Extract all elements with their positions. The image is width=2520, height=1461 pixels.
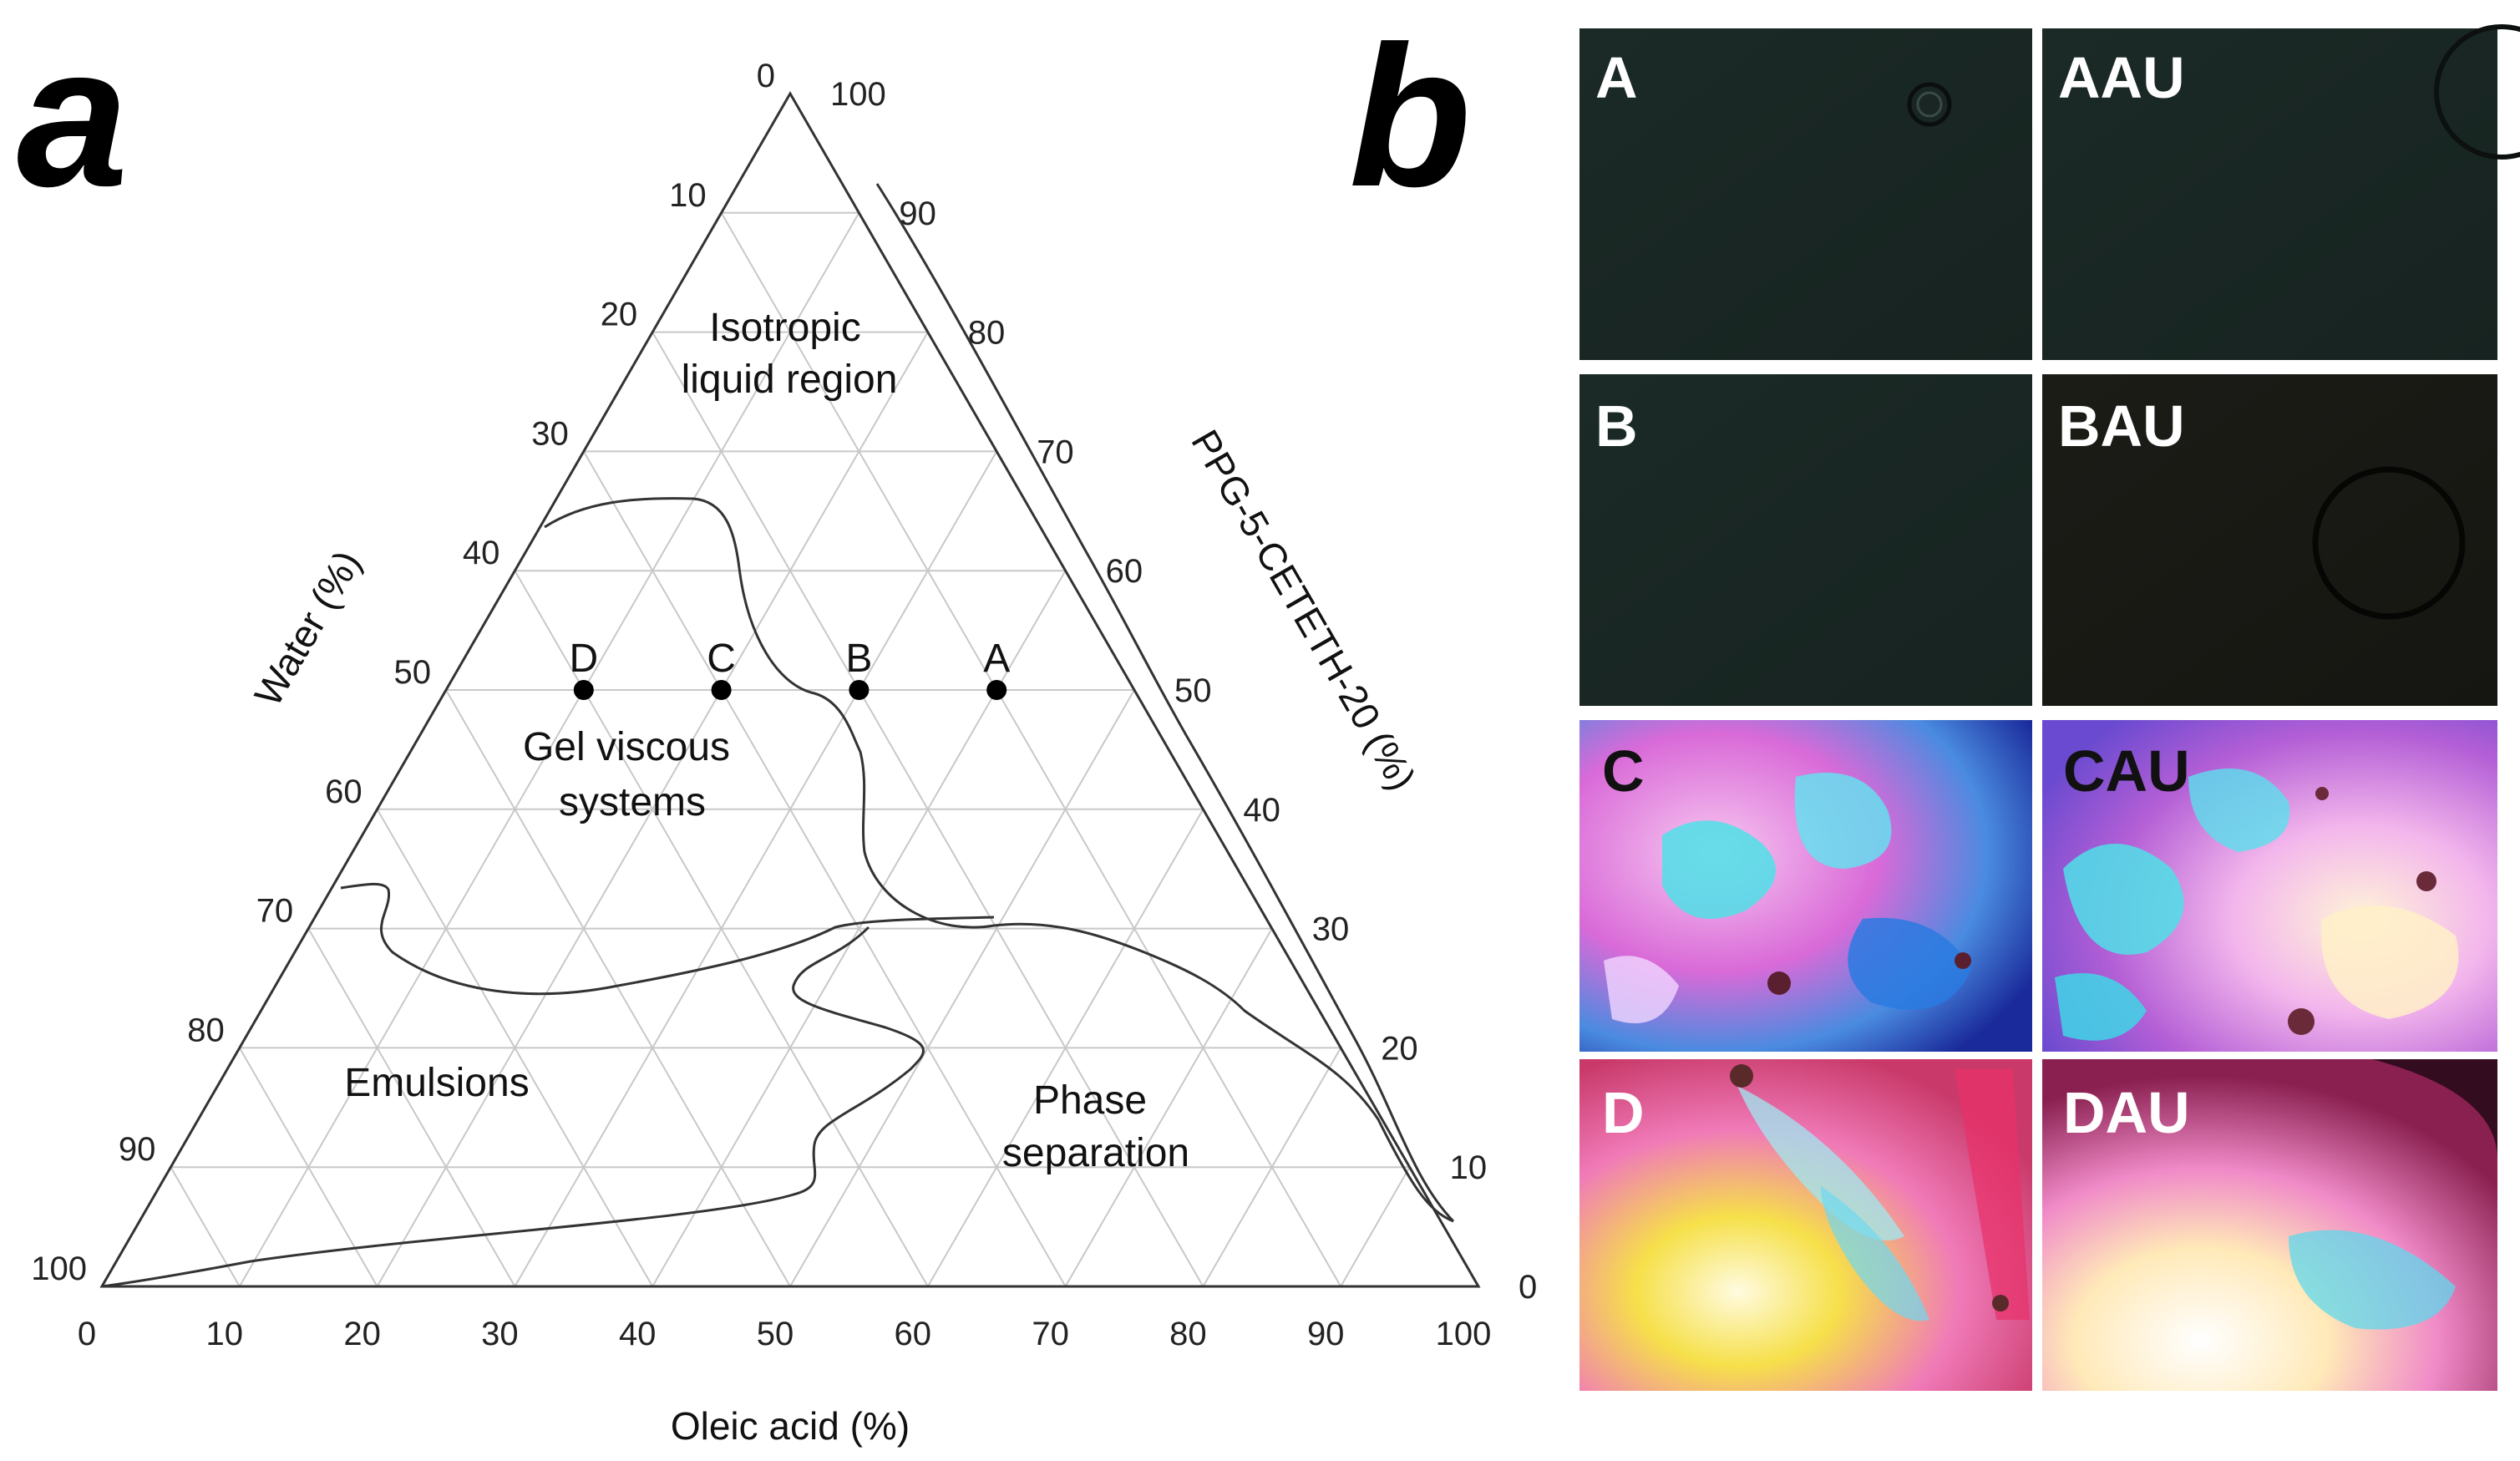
region-phase-line1: Phase bbox=[1033, 1078, 1147, 1123]
tick-bottom-0: 0 bbox=[78, 1316, 96, 1352]
bottom-axis-title: Oleic acid (%) bbox=[671, 1404, 910, 1448]
micrograph-b-label: B bbox=[1595, 393, 1638, 459]
grid-line-oleic-60 bbox=[926, 809, 1204, 1287]
region-gel-line1: Gel viscous bbox=[523, 725, 730, 769]
micrograph-bau-label: BAU bbox=[2058, 393, 2185, 459]
tick-left-50: 50 bbox=[394, 654, 432, 691]
micrograph-a: A bbox=[1579, 28, 2032, 360]
left-axis-title: Water (%) bbox=[246, 543, 369, 713]
right-axis-title: PPG-5-CETETH-20 (%) bbox=[1183, 423, 1424, 798]
tick-right-100: 100 bbox=[830, 76, 886, 113]
tick-left-40: 40 bbox=[463, 535, 500, 571]
micrograph-b: B bbox=[1579, 374, 2032, 706]
point-label-a: A bbox=[983, 637, 1010, 681]
tick-left-100: 100 bbox=[31, 1250, 87, 1287]
grid-line-water-60 bbox=[376, 809, 654, 1287]
grid-line-water-30 bbox=[582, 450, 1067, 1287]
grid-line-water-80 bbox=[238, 1047, 378, 1287]
grid-line-oleic-10 bbox=[238, 212, 860, 1287]
tick-left-70: 70 bbox=[256, 893, 294, 930]
micrograph-dau-label: DAU bbox=[2063, 1080, 2190, 1145]
tick-left-20: 20 bbox=[601, 297, 638, 333]
tick-right-30: 30 bbox=[1312, 911, 1350, 948]
panel-a-label: a bbox=[17, 4, 128, 228]
point-a bbox=[986, 680, 1007, 700]
tick-bottom-90: 90 bbox=[1307, 1316, 1345, 1352]
point-label-c: C bbox=[707, 637, 736, 681]
tick-bottom-30: 30 bbox=[481, 1316, 519, 1352]
tick-left-60: 60 bbox=[325, 774, 363, 810]
grid-line-oleic-90 bbox=[1340, 1166, 1411, 1287]
micrograph-d: D bbox=[1579, 1059, 2032, 1391]
phase-boundary-1 bbox=[544, 497, 1454, 1223]
point-b bbox=[849, 680, 870, 700]
micrograph-bau: BAU bbox=[2042, 374, 2497, 706]
region-isotropic-line1: Isotropic bbox=[709, 306, 860, 350]
micrograph-cau: CAU bbox=[2042, 720, 2497, 1052]
tick-bottom-80: 80 bbox=[1169, 1316, 1207, 1352]
phase-boundary-2 bbox=[875, 183, 1455, 1223]
point-label-d: D bbox=[569, 637, 598, 681]
micrograph-c: C bbox=[1579, 720, 2032, 1052]
grid-line-water-10 bbox=[720, 212, 1342, 1287]
tick-bottom-10: 10 bbox=[206, 1316, 244, 1352]
tick-left-0: 0 bbox=[757, 58, 775, 94]
region-isotropic-line2: liquid region bbox=[682, 358, 898, 402]
ternary-outline bbox=[99, 90, 1481, 1288]
tick-right-90: 90 bbox=[899, 195, 936, 232]
phase-boundary-4 bbox=[101, 926, 925, 1288]
micrograph-aau-label: AAU bbox=[2058, 45, 2185, 110]
grid-line-water-70 bbox=[307, 928, 516, 1287]
micrograph-grid: A AAU B BAU C bbox=[1579, 24, 2520, 1391]
tick-right-70: 70 bbox=[1037, 434, 1074, 470]
micrograph-cau-label: CAU bbox=[2063, 738, 2190, 804]
tick-left-10: 10 bbox=[669, 177, 707, 214]
phase-boundary-3 bbox=[340, 882, 995, 996]
tick-bottom-20: 20 bbox=[343, 1316, 381, 1352]
tick-left-30: 30 bbox=[531, 415, 569, 452]
tick-right-0: 0 bbox=[1519, 1269, 1537, 1306]
tick-left-80: 80 bbox=[187, 1012, 225, 1048]
point-label-b: B bbox=[845, 637, 872, 681]
tick-bottom-100: 100 bbox=[1436, 1316, 1492, 1352]
region-phase-line2: separation bbox=[1002, 1131, 1189, 1175]
region-gel-line2: systems bbox=[559, 780, 706, 824]
tick-bottom-70: 70 bbox=[1032, 1316, 1069, 1352]
micrograph-a-label: A bbox=[1595, 45, 1638, 110]
micrograph-d-label: D bbox=[1602, 1080, 1645, 1145]
tick-left-90: 90 bbox=[119, 1131, 156, 1168]
phase-boundaries bbox=[101, 183, 1455, 1288]
micrograph-c-label: C bbox=[1602, 738, 1645, 804]
tick-right-50: 50 bbox=[1174, 672, 1212, 709]
micrograph-dau: DAU bbox=[2042, 1059, 2497, 1391]
region-emulsions: Emulsions bbox=[344, 1061, 529, 1105]
grid-line-water-50 bbox=[445, 689, 791, 1287]
grid-line-oleic-50 bbox=[789, 689, 1135, 1287]
point-c bbox=[711, 680, 732, 700]
grid-line-oleic-70 bbox=[1064, 928, 1273, 1287]
tick-bottom-40: 40 bbox=[619, 1316, 657, 1352]
tick-right-60: 60 bbox=[1106, 553, 1143, 590]
tick-bottom-50: 50 bbox=[757, 1316, 794, 1352]
tick-right-20: 20 bbox=[1381, 1030, 1418, 1067]
tick-bottom-60: 60 bbox=[895, 1316, 932, 1352]
micrograph-aau: AAU bbox=[2042, 24, 2520, 360]
grid-line-oleic-30 bbox=[514, 450, 998, 1287]
grid-line-oleic-80 bbox=[1202, 1047, 1342, 1287]
panel-b-label: b bbox=[1349, 4, 1472, 228]
tick-right-40: 40 bbox=[1243, 792, 1280, 829]
tick-right-80: 80 bbox=[968, 315, 1006, 352]
point-d bbox=[573, 680, 594, 700]
tick-right-10: 10 bbox=[1450, 1149, 1488, 1186]
